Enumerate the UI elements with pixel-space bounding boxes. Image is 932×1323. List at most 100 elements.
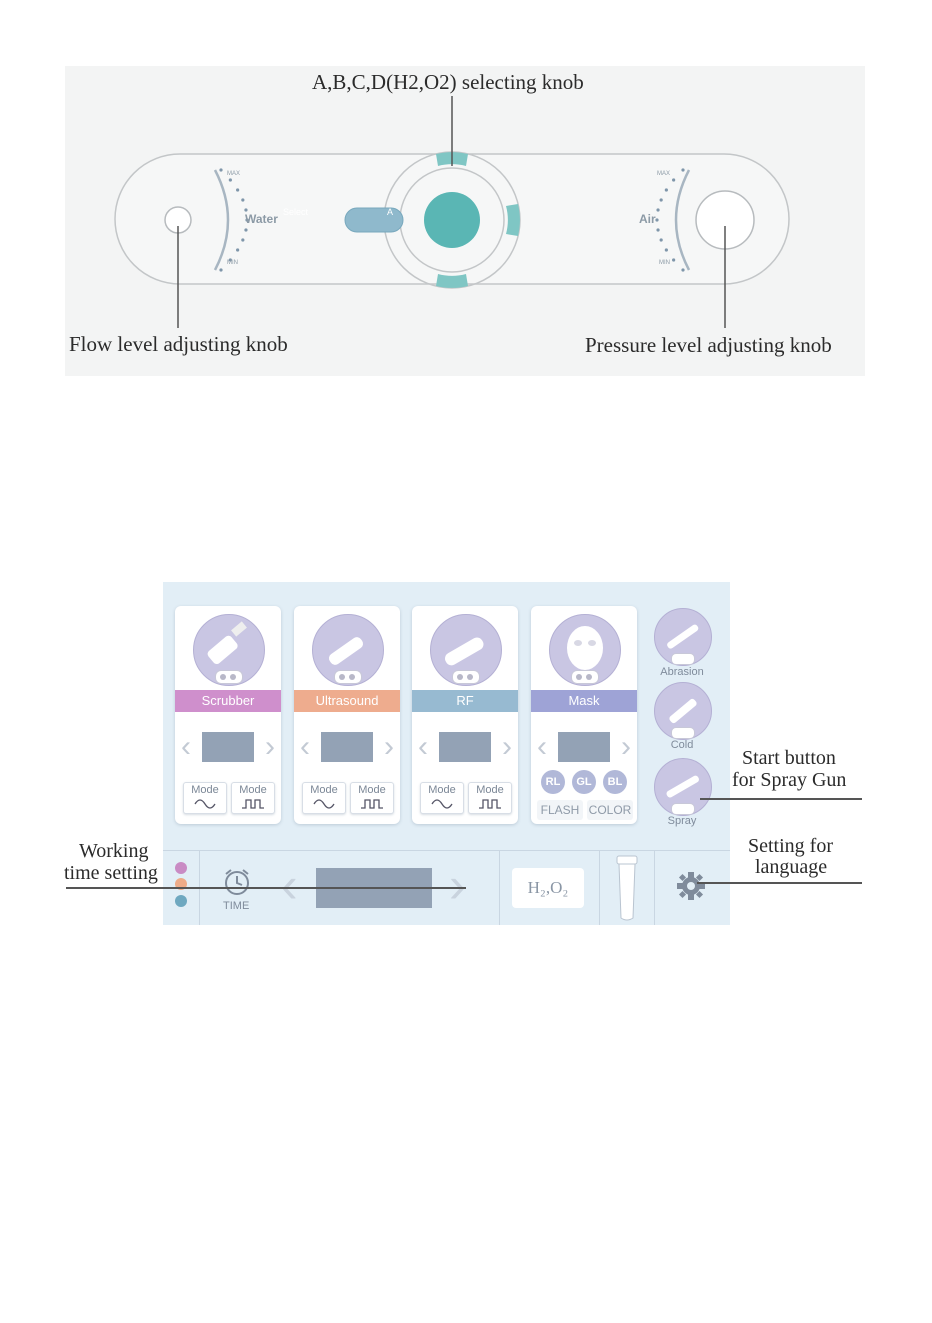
- time-callout-line: [66, 887, 466, 889]
- scale-tick: [219, 168, 223, 172]
- sine-wave-icon: [194, 799, 216, 809]
- time-label: TIME: [223, 900, 250, 912]
- mask-icon[interactable]: [549, 614, 621, 686]
- scale-tick: [655, 218, 659, 222]
- select-pill: [344, 207, 404, 233]
- time-next-arrow[interactable]: ›: [449, 857, 466, 913]
- ultrasound-mode-square-button[interactable]: Mode: [350, 782, 394, 814]
- scrubber-next-arrow[interactable]: ›: [265, 730, 275, 763]
- cold-toggle[interactable]: [671, 727, 695, 739]
- status-dot-teal: [175, 895, 187, 907]
- mask-title: Mask: [531, 690, 637, 712]
- square-wave-icon: [479, 799, 501, 809]
- mode-label: Mode: [358, 784, 386, 796]
- divider: [654, 850, 655, 925]
- cold-button[interactable]: [654, 682, 712, 740]
- spray-button[interactable]: [654, 758, 712, 816]
- scale-tick: [681, 268, 685, 272]
- water-bottle-icon[interactable]: [613, 854, 641, 924]
- selector-knob[interactable]: [424, 192, 480, 248]
- scale-tick: [228, 258, 232, 262]
- mode-label: Mode: [428, 784, 456, 796]
- scrubber-mode-square-button[interactable]: Mode: [231, 782, 275, 814]
- mode-label: Mode: [310, 784, 338, 796]
- rf-toggle[interactable]: [452, 670, 480, 684]
- abrasion-label: Abrasion: [660, 666, 704, 678]
- mask-flash-button[interactable]: FLASH: [537, 800, 583, 820]
- mask-prev-arrow[interactable]: ‹: [537, 730, 547, 763]
- rf-title: RF: [412, 690, 518, 712]
- scale-tick: [228, 178, 232, 182]
- scale-tick: [245, 218, 249, 222]
- card-rf: RF ‹ › Mode Mode: [412, 606, 518, 824]
- scale-tick: [659, 198, 663, 202]
- scale-tick: [236, 188, 240, 192]
- water-scale-ticks: [219, 168, 249, 272]
- scale-tick: [681, 168, 685, 172]
- abrasion-toggle[interactable]: [671, 653, 695, 665]
- mask-next-arrow[interactable]: ›: [621, 730, 631, 763]
- scale-tick: [659, 238, 663, 242]
- scale-tick: [241, 238, 245, 242]
- mode-label: Mode: [476, 784, 504, 796]
- cold-hammer-icon: [669, 698, 697, 724]
- air-min-label: MIN: [659, 260, 670, 266]
- alarm-clock-icon[interactable]: [221, 866, 253, 898]
- select-label: Select: [283, 207, 309, 217]
- water-label: Water: [245, 212, 278, 226]
- scale-tick: [664, 248, 668, 252]
- ultrasound-prev-arrow[interactable]: ‹: [300, 730, 310, 763]
- scale-tick: [244, 228, 248, 232]
- scale-tick: [664, 188, 668, 192]
- mask-blue-light-button[interactable]: BL: [603, 770, 627, 794]
- language-callout-line1: Setting for: [748, 835, 833, 857]
- abrasion-button[interactable]: [654, 608, 712, 666]
- mask-red-light-button[interactable]: RL: [541, 770, 565, 794]
- control-panel-drawing: [114, 96, 790, 328]
- spray-toggle[interactable]: [671, 803, 695, 815]
- mask-toggle[interactable]: [571, 670, 599, 684]
- mask-green-light-button[interactable]: GL: [572, 770, 596, 794]
- mode-label: Mode: [191, 784, 219, 796]
- scrubber-title: Scrubber: [175, 690, 281, 712]
- ultrasound-mode-sine-button[interactable]: Mode: [302, 782, 346, 814]
- cold-label: Cold: [670, 739, 694, 751]
- rf-display: [439, 732, 491, 762]
- scale-tick: [244, 208, 248, 212]
- divider: [499, 850, 500, 925]
- spray-callout-line2: for Spray Gun: [732, 769, 847, 791]
- scrubber-toggle[interactable]: [215, 670, 243, 684]
- mask-color-button[interactable]: COLOR: [587, 800, 633, 820]
- scale-tick: [219, 268, 223, 272]
- air-max-label: MAX: [657, 171, 671, 177]
- time-prev-arrow[interactable]: ‹: [281, 857, 298, 913]
- sine-wave-icon: [313, 799, 335, 809]
- scrubber-icon[interactable]: [193, 614, 265, 686]
- rf-next-arrow[interactable]: ›: [502, 730, 512, 763]
- language-callout-line2: language: [755, 856, 828, 878]
- scrubber-display: [202, 732, 254, 762]
- control-panel-figure: Select A Water Air MAX MIN MAX MIN: [65, 66, 865, 376]
- square-wave-icon: [242, 799, 264, 809]
- selector-tab-bottom: [436, 274, 468, 288]
- ultrasound-display: [321, 732, 373, 762]
- spray-callout-line1: Start button: [742, 747, 836, 769]
- spray-label: Spray: [667, 815, 697, 827]
- sine-wave-icon: [431, 799, 453, 809]
- rf-mode-sine-button[interactable]: Mode: [420, 782, 464, 814]
- time-callout-line1: Working: [79, 840, 149, 862]
- card-scrubber: Scrubber ‹ › Mode Mode: [175, 606, 281, 824]
- scale-tick: [656, 228, 660, 232]
- rf-mode-square-button[interactable]: Mode: [468, 782, 512, 814]
- water-scale-arc: [213, 169, 230, 271]
- scrubber-mode-sine-button[interactable]: Mode: [183, 782, 227, 814]
- ultrasound-toggle[interactable]: [334, 670, 362, 684]
- touch-screen: Scrubber ‹ › Mode Mode Ultrasound ‹ › Mo…: [163, 582, 730, 925]
- gear-icon[interactable]: [675, 870, 707, 902]
- rf-prev-arrow[interactable]: ‹: [418, 730, 428, 763]
- ultrasound-title: Ultrasound: [294, 690, 400, 712]
- ultrasound-next-arrow[interactable]: ›: [384, 730, 394, 763]
- scrubber-prev-arrow[interactable]: ‹: [181, 730, 191, 763]
- gas-h2-o2-button[interactable]: H₂,O₂: [512, 868, 584, 908]
- card-mask: Mask ‹ › RL GL BL FLASH COLOR: [531, 606, 637, 824]
